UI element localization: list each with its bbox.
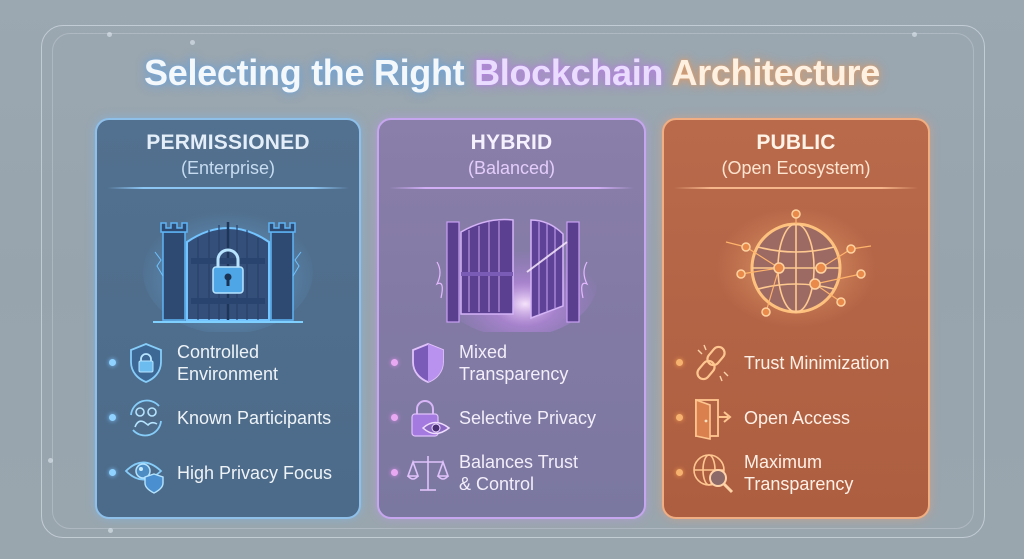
- page-title: Selecting the Right Blockchain Architect…: [0, 52, 1024, 94]
- bullet-dot: [109, 469, 116, 476]
- card-divider: [107, 187, 349, 189]
- balance-scale-icon: [406, 456, 450, 491]
- title-part-2: Blockchain: [474, 52, 672, 93]
- card-permissioned: PERMISSIONED (Enterprise): [95, 118, 361, 519]
- card-subtitle: (Balanced): [467, 158, 556, 178]
- card-subtitle: (Enterprise): [180, 158, 276, 178]
- feature-trust-minimization: Trust Minimization: [664, 338, 928, 388]
- feature-text: Selective Privacy: [459, 408, 597, 428]
- inner-frame: [52, 33, 974, 529]
- lock-eye-icon: [411, 400, 451, 437]
- feature-text: Known Participants: [177, 408, 332, 428]
- title-part-3: Architecture: [671, 52, 881, 93]
- eye-shield-icon: [124, 461, 164, 494]
- feature-known-participants: Known Participants: [97, 393, 359, 443]
- half-open-gate-icon: [435, 218, 597, 332]
- bullet-dot: [676, 469, 683, 476]
- network-globe-icon: [716, 208, 876, 328]
- feature-open-access: Open Access: [664, 393, 928, 443]
- outer-frame: [41, 25, 985, 538]
- half-shield-icon: [412, 343, 444, 383]
- feature-text: High Privacy Focus: [177, 463, 333, 483]
- circuit-dot: [912, 32, 917, 37]
- circuit-dot: [108, 528, 113, 533]
- globe-magnifier-icon: [693, 454, 734, 494]
- card-divider: [389, 187, 634, 189]
- card-title: PUBLIC: [756, 131, 836, 154]
- circuit-dot: [107, 32, 112, 37]
- card-divider: [674, 187, 918, 189]
- handshake-participants-icon: [130, 399, 162, 437]
- shield-lock-icon: [130, 343, 162, 383]
- card-hybrid: HYBRID (Balanced): [377, 118, 646, 519]
- feature-text: Balances Trust& Control: [459, 452, 579, 494]
- bullet-dot: [109, 359, 116, 366]
- bullet-dot: [109, 414, 116, 421]
- bullet-dot: [391, 414, 398, 421]
- card-title: HYBRID: [470, 131, 553, 154]
- bullet-dot: [676, 359, 683, 366]
- feature-text: Open Access: [744, 408, 851, 428]
- locked-fortress-gate-icon: [143, 210, 313, 332]
- circuit-dot: [190, 40, 195, 45]
- card-subtitle: (Open Ecosystem): [721, 158, 871, 178]
- card-title: PERMISSIONED: [146, 131, 310, 154]
- bullet-dot: [391, 469, 398, 476]
- feature-high-privacy-focus: High Privacy Focus: [97, 448, 359, 498]
- open-door-icon: [695, 398, 732, 440]
- bullet-dot: [391, 359, 398, 366]
- feature-selective-privacy: Selective Privacy: [379, 393, 644, 443]
- feature-text: Trust Minimization: [744, 353, 890, 373]
- card-public: PUBLIC (Open Ecosystem): [662, 118, 930, 519]
- broken-chain-icon: [696, 344, 729, 382]
- title-part-1: Selecting the Right: [144, 52, 475, 93]
- bullet-dot: [676, 414, 683, 421]
- feature-balances-trust-control: Balances Trust& Control: [379, 448, 644, 498]
- circuit-dot: [48, 458, 53, 463]
